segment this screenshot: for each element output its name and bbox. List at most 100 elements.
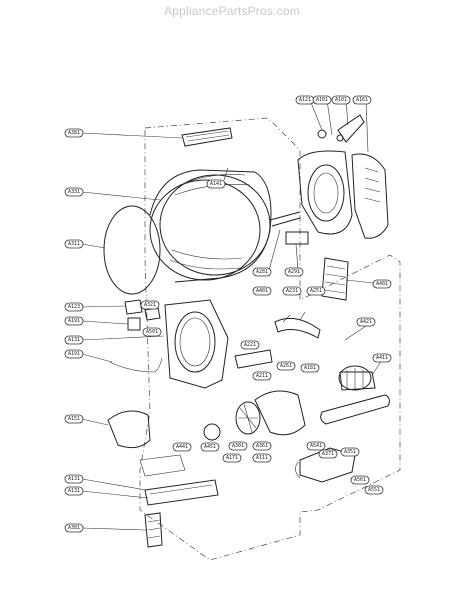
bracket-part [337,114,365,143]
bearing-part [285,231,309,245]
callout-text: A321 [144,302,156,308]
callout-label: A101 [331,95,351,105]
duct-part [351,153,389,239]
callout-text: A231 [286,288,298,294]
callout-label: A351 [340,447,360,457]
callout-text: A141 [210,181,222,187]
callout-text: A401 [256,288,268,294]
callout-label: A301 [228,441,248,451]
idler-part [274,317,321,339]
callout-text: A171 [226,455,238,461]
callout-text: A311 [68,241,80,247]
gasket-part [103,205,161,295]
callout-text: A191 [68,351,80,357]
lint-screen-part [144,512,163,548]
callout-text: A181 [304,365,316,371]
leader-lines [81,99,383,531]
callout-label: A131 [64,335,84,345]
callout-text: A121 [299,97,311,103]
callout-text: A221 [244,342,256,348]
callout-text: A441 [176,444,188,450]
motor-mount-part [299,447,356,483]
callout-label: A321 [140,300,160,310]
drum-part [149,169,272,283]
watermark: AppliancePartsPros.com [164,4,300,18]
callout-text: A561 [354,477,366,483]
callout-text: A331 [68,189,80,195]
callout-label: A211 [252,371,272,381]
callout-labels: A381A331A311A123A191A131A191A151A131A131… [64,95,392,533]
callout-text: A251 [310,288,322,294]
callout-text: A131 [68,337,80,343]
callout-text: A381 [68,130,80,136]
callout-label: A131 [64,474,84,484]
callout-label: A421 [356,317,376,327]
callout-label: A331 [64,187,84,197]
callout-text: A211 [256,373,268,379]
callout-label: A361 [252,441,272,451]
callout-text: A551 [368,487,380,493]
motor-part [338,365,376,391]
callout-label: A111 [252,453,272,463]
callout-label: A291 [284,267,304,277]
blower-housing-part [254,390,306,436]
callout-text: A101 [335,97,347,103]
callout-label: A501 [142,327,162,337]
callout-text: A381 [68,525,80,531]
callout-label: A231 [282,286,302,296]
callout-label: A141 [206,179,226,189]
exhaust-duct-part [320,394,390,425]
callout-label: A381 [64,523,84,533]
callout-label: A401 [252,286,272,296]
callout-text: A191 [68,318,80,324]
callout-text: A111 [256,455,268,461]
callout-text: A101 [316,97,328,103]
callout-label: A181 [300,363,320,373]
callout-label: A171 [222,453,242,463]
callout-label: A311 [64,239,84,249]
callout-text: A291 [288,269,300,275]
lint-housing-part [144,479,219,506]
duct-cover-part [107,410,151,449]
shaft-part [269,211,301,227]
callout-text: A411 [376,355,388,361]
callout-label: A281 [252,267,272,277]
callout-text: A481 [376,281,388,287]
wire-part [109,357,163,373]
lifter-part [181,127,233,147]
callout-text: A131 [68,488,80,494]
callout-text: A451 [204,444,216,450]
callout-label: A121 [295,95,315,105]
callout-label: A191 [64,349,84,359]
callout-label: A371 [318,449,338,459]
blower-wheel-part [235,401,261,435]
callout-label: A101 [312,95,332,105]
board-part [234,349,273,369]
callout-text: A151 [68,416,80,422]
callout-text: A351 [344,449,356,455]
callout-text: A261 [280,363,292,369]
callout-label: A541 [306,441,326,451]
callout-text: A281 [256,269,268,275]
callout-text: A421 [360,319,372,325]
callout-label: A151 [64,414,84,424]
callout-text: A131 [68,476,80,482]
callout-text: A361 [256,443,268,449]
callout-label: A451 [200,442,220,452]
callout-label: A381 [64,128,84,138]
callout-text: A301 [232,443,244,449]
callout-text: A541 [310,443,322,449]
callout-label: A123 [64,302,84,312]
callout-label: A551 [364,485,384,495]
callout-text: A501 [146,329,158,335]
callout-label: A261 [276,361,296,371]
callout-label: A251 [306,286,326,296]
callout-label: A191 [64,316,84,326]
rear-cover-part [297,150,353,235]
callout-label: A411 [372,353,392,363]
callout-label: A131 [64,486,84,496]
callout-label: A481 [372,279,392,289]
callout-text: A123 [68,304,80,310]
callout-label: A441 [172,442,192,452]
